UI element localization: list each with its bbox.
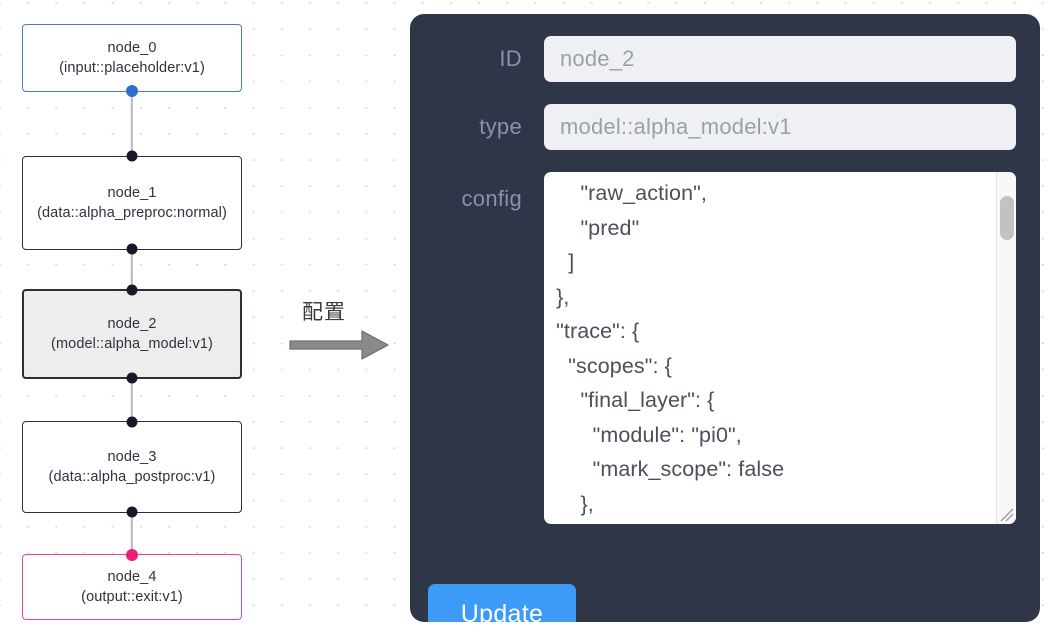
flow-caption-text: 配置 <box>302 300 346 324</box>
node-handle-source-node_3[interactable] <box>126 506 138 518</box>
right-arrow-icon <box>289 330 389 360</box>
node-label-node_2: node_2(model::alpha_model:v1) <box>51 315 213 353</box>
node-handle-source-node_2[interactable] <box>126 372 138 384</box>
node-label-node_1: node_1(data::alpha_preproc:normal) <box>37 184 227 222</box>
field-row-type: type <box>428 104 1016 150</box>
config-field-label: config <box>461 186 522 211</box>
type-input[interactable] <box>544 104 1016 150</box>
edge-node_1-node_2 <box>130 248 134 293</box>
flow-annotation: 配置 <box>288 296 398 366</box>
edge-node_2-node_3 <box>130 377 134 425</box>
graph-node-node_4[interactable]: node_4(output::exit:v1) <box>22 554 242 620</box>
config-scrollbar[interactable] <box>996 172 1016 524</box>
config-textarea[interactable]: "raw_action", "pred" ] }, "trace": { "sc… <box>556 181 785 516</box>
id-input[interactable] <box>544 36 1016 82</box>
graph-node-node_0[interactable]: node_0(input::placeholder:v1) <box>22 24 242 92</box>
node-handle-target-node_4[interactable] <box>126 549 138 561</box>
graph-node-node_1[interactable]: node_1(data::alpha_preproc:normal) <box>22 156 242 250</box>
node-handle-target-node_1[interactable] <box>126 150 138 162</box>
node-handle-source-node_0[interactable] <box>126 85 138 97</box>
config-scrollbar-thumb[interactable] <box>1000 196 1014 240</box>
graph-node-node_3[interactable]: node_3(data::alpha_postproc:v1) <box>22 421 242 513</box>
field-row-config: config "raw_action", "pred" ] }, "trace"… <box>428 172 1016 524</box>
canvas-bottom-edge <box>0 623 1062 643</box>
node-inspector-panel: ID type config "raw_action", "pred" ] },… <box>410 14 1040 622</box>
graph-node-node_2[interactable]: node_2(model::alpha_model:v1) <box>22 289 242 379</box>
update-button[interactable]: Update <box>428 584 576 622</box>
edge-node_0-node_1 <box>130 90 134 160</box>
node-handle-source-node_1[interactable] <box>126 243 138 255</box>
edge-node_3-node_4 <box>130 511 134 558</box>
node-handle-target-node_2[interactable] <box>126 284 138 296</box>
node-handle-target-node_3[interactable] <box>126 416 138 428</box>
type-field-label: type <box>479 114 522 139</box>
field-row-id: ID <box>428 36 1016 82</box>
resize-handle-icon[interactable] <box>996 504 1014 522</box>
node-label-node_3: node_3(data::alpha_postproc:v1) <box>48 448 216 486</box>
node-label-node_0: node_0(input::placeholder:v1) <box>59 39 205 77</box>
config-textarea-wrapper[interactable]: "raw_action", "pred" ] }, "trace": { "sc… <box>544 172 1016 524</box>
id-field-label: ID <box>499 46 522 71</box>
node-label-node_4: node_4(output::exit:v1) <box>81 568 183 606</box>
